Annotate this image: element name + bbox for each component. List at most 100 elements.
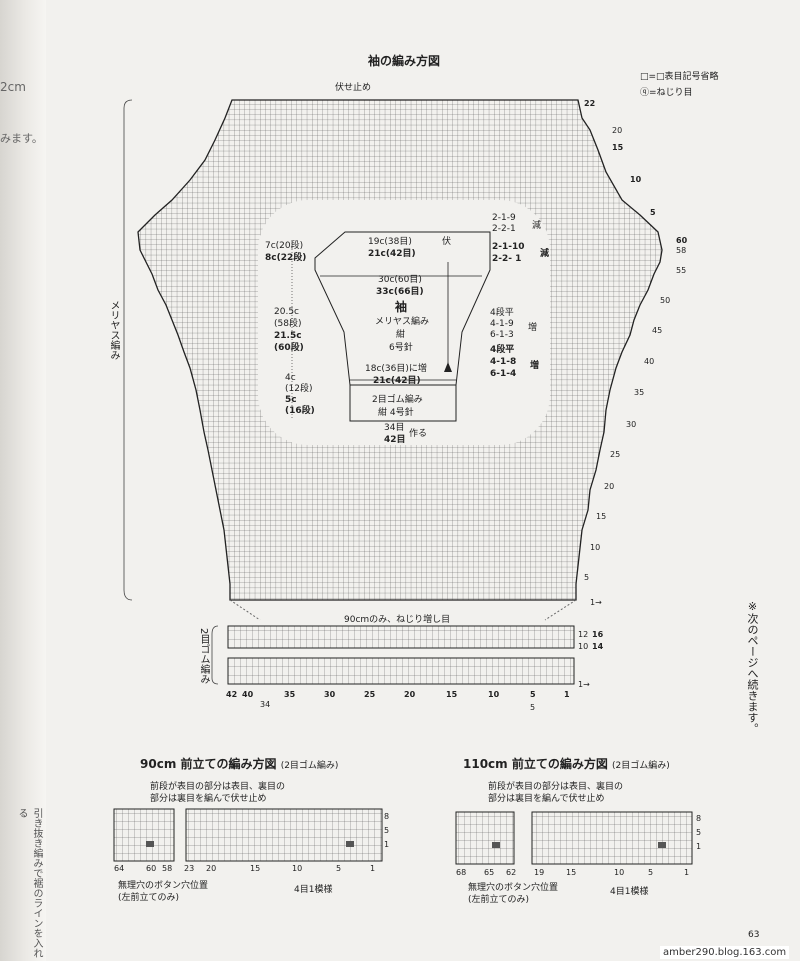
top-suffix: 伏 xyxy=(442,237,452,247)
band-110-rows: 8 5 1 xyxy=(696,812,701,854)
stockinette-label: メリヤス編み xyxy=(108,300,119,360)
b90-5: 5 xyxy=(336,864,342,873)
b90-64: 64 xyxy=(114,864,125,873)
length-block: 20.5c (58段) 21.5c (60段) xyxy=(274,306,304,354)
row-50: 50 xyxy=(660,296,671,305)
inc-big-3: 6-1-4 xyxy=(490,369,517,379)
band-90-note-1: 前段が表目の部分は表目、裏目の xyxy=(150,782,286,792)
rib-desc-1: 2目ゴム編み xyxy=(372,395,423,405)
stitch-15: 15 xyxy=(446,690,458,699)
band-110-buttonhole: 無理穴のボタン穴位置 (左前立てのみ) xyxy=(468,882,558,906)
b110-19: 19 xyxy=(534,868,545,877)
rib-band-a xyxy=(227,625,575,649)
band-90-row-8: 8 xyxy=(384,812,390,821)
band-110-repeat: 4目1模様 xyxy=(610,887,649,897)
cuff-height-b: 5c xyxy=(285,395,297,405)
band-110-hole-2 xyxy=(658,842,666,848)
row-20b: 20 xyxy=(604,482,615,491)
dec-big-label: 減 xyxy=(540,249,550,259)
left-page-line: みます。 xyxy=(0,132,43,145)
stitch-30: 30 xyxy=(324,690,336,699)
row-55: 55 xyxy=(676,266,687,275)
dec-big-2: 2-2- 1 xyxy=(492,254,522,264)
b110-15: 15 xyxy=(566,868,577,877)
length-rows: (58段) xyxy=(274,319,302,329)
b90-60: 60 xyxy=(146,864,157,873)
inc-big-1: 4段平 xyxy=(490,345,515,355)
stitch-25: 25 xyxy=(364,690,376,699)
inc-big-label: 増 xyxy=(530,361,540,371)
row-22: 22 xyxy=(584,99,596,108)
rib-row-10: 10 xyxy=(578,642,589,651)
row-10: 10 xyxy=(630,175,642,184)
row-1-a: 1→ xyxy=(590,598,602,607)
cast-on-suffix: 作る xyxy=(409,429,428,439)
row-58: 58 xyxy=(676,246,687,255)
length-rows-b: (60段) xyxy=(274,343,304,353)
piece-name: 袖 xyxy=(395,300,408,314)
b90-58: 58 xyxy=(162,864,173,873)
top-width: 19c(38目) xyxy=(368,237,412,247)
cuff-height: 4c xyxy=(285,373,296,383)
band-90-hole xyxy=(146,841,154,847)
watermark: amber290.blog.163.com xyxy=(660,946,790,959)
band-90-buttonhole: 無理穴のボタン穴位置 (左前立てのみ) xyxy=(118,880,208,904)
band-90-note-2: 部分は裏目を編んで伏せ止め xyxy=(150,794,267,804)
length-b: 21.5c xyxy=(274,331,302,341)
inc-small-1: 4段平 xyxy=(490,308,514,318)
b90-15: 15 xyxy=(250,864,261,873)
cast-on: 34目 xyxy=(384,423,405,433)
b90-23: 23 xyxy=(184,864,195,873)
inc-small-2: 4-1-9 xyxy=(490,319,514,329)
band-110-row-5: 5 xyxy=(696,828,702,837)
piece-desc-3: 6号針 xyxy=(389,343,413,353)
b90-1: 1 xyxy=(370,864,376,873)
row-15b: 15 xyxy=(596,512,607,521)
band-110-grid xyxy=(455,811,693,865)
row-10b: 10 xyxy=(590,543,601,552)
band-90-right xyxy=(185,808,383,862)
cuff-rows-b: (16段) xyxy=(285,406,315,416)
band-110-note-1: 前段が表目の部分は表目、裏目の xyxy=(488,782,624,792)
rib-label: 2目ゴム編み xyxy=(198,628,209,685)
cuff-rows: (12段) xyxy=(285,384,313,394)
rib-row-14: 14 xyxy=(592,642,604,651)
inc-small-label: 増 xyxy=(528,323,538,333)
increase-note: 90cmのみ、ねじり増し目 xyxy=(344,615,451,625)
band-90-note: 前段が表目の部分は表目、裏目の 部分は裏目を編んで伏せ止め xyxy=(150,781,285,805)
rib-schematic xyxy=(349,384,457,422)
mid-width-b: 33c(66目) xyxy=(376,287,424,297)
page-number: 63 xyxy=(748,930,760,940)
row-5: 5 xyxy=(650,208,656,217)
band-90-buttonhole-1: 無理穴のボタン穴位置 xyxy=(118,881,209,891)
band-110-right xyxy=(531,811,693,865)
dec-small-label: 減 xyxy=(532,221,542,231)
rib-row-16: 16 xyxy=(592,630,604,639)
stitch-35: 35 xyxy=(284,690,296,699)
band-110-title-text: 110cm 前立ての編み方図 xyxy=(463,757,608,771)
schematic-backdrop xyxy=(258,200,550,445)
cast-on-b: 42目 xyxy=(384,435,406,445)
left-page-fragment: 2cm みます。 引き抜き編みで裾のラインを入れる xyxy=(0,0,46,961)
band-110-buttonhole-2: (左前立てのみ) xyxy=(468,895,530,905)
bind-off-label: 伏せ止め xyxy=(335,83,372,93)
band-110-row-8: 8 xyxy=(696,814,702,823)
band-90-row-5: 5 xyxy=(384,826,390,835)
top-width-b: 21c(42目) xyxy=(368,249,416,259)
band-90-rows: 8 5 1 xyxy=(384,810,389,852)
inc-small-3: 6-1-3 xyxy=(490,330,514,340)
piece-desc-1: メリヤス編み xyxy=(375,317,430,327)
left-page-cm: 2cm xyxy=(0,80,26,94)
b110-68: 68 xyxy=(456,868,467,877)
band-110-title: 110cm 前立ての編み方図 (2目ゴム編み) xyxy=(463,755,670,772)
b90-10: 10 xyxy=(292,864,303,873)
rib-row-12: 12 xyxy=(578,630,589,639)
rib-desc-2: 紺 4号針 xyxy=(378,408,414,418)
band-110-title-suffix: (2目ゴム編み) xyxy=(612,761,670,771)
row-35: 35 xyxy=(634,388,645,397)
inc-arrow-head xyxy=(444,362,452,372)
row-30: 30 xyxy=(626,420,637,429)
rib-row-1: 1→ xyxy=(578,680,590,689)
band-90-buttonhole-2: (左前立てのみ) xyxy=(118,893,180,903)
piece-desc-2: 紺 xyxy=(396,330,406,340)
